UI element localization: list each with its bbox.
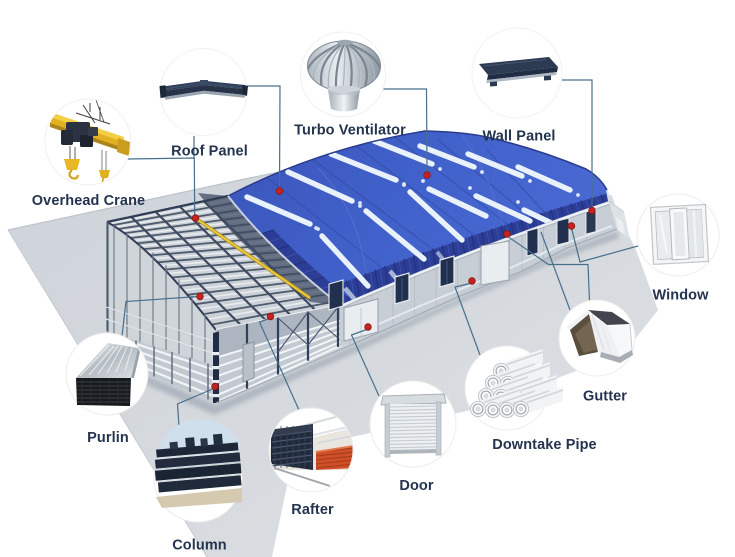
svg-text:Gutter: Gutter bbox=[583, 389, 627, 405]
svg-text:Column: Column bbox=[172, 538, 227, 554]
svg-text:Rafter: Rafter bbox=[291, 502, 334, 518]
svg-text:Downtake Pipe: Downtake Pipe bbox=[492, 437, 596, 453]
svg-text:Overhead Crane: Overhead Crane bbox=[32, 193, 145, 209]
svg-text:Turbo Ventilator: Turbo Ventilator bbox=[294, 123, 406, 139]
svg-text:Roof Panel: Roof Panel bbox=[171, 144, 248, 160]
svg-text:Door: Door bbox=[399, 478, 433, 494]
svg-text:Wall Panel: Wall Panel bbox=[483, 129, 556, 145]
svg-text:Window: Window bbox=[652, 288, 709, 304]
svg-text:Purlin: Purlin bbox=[87, 430, 129, 446]
